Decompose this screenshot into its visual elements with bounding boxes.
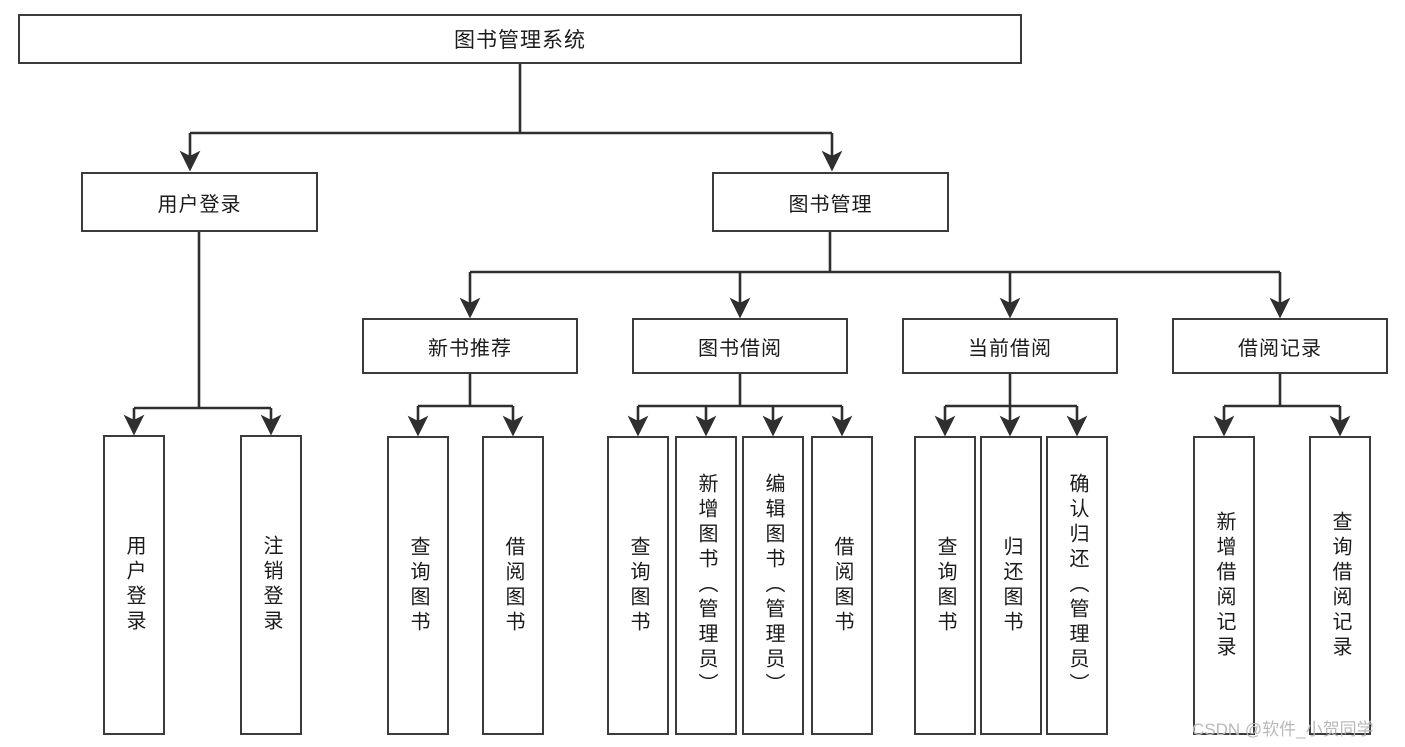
leaf-new-book-1[interactable]: 查询图书 [387,436,449,735]
node-book-manage-label: 图书管理 [788,193,873,216]
node-book-manage[interactable]: 图书管理 [712,172,949,232]
node-root[interactable]: 图书管理系统 [18,14,1022,64]
node-current-borrow[interactable]: 当前借阅 [902,318,1118,374]
leaf-book-borrow-1-label: 查询图书 [627,535,649,636]
watermark: CSDN @软件_小贺同学 [1192,720,1374,739]
node-book-borrow[interactable]: 图书借阅 [632,318,848,374]
node-new-book-recommend[interactable]: 新书推荐 [362,318,578,374]
leaf-borrow-record-1-label: 新增借阅记录 [1213,510,1235,661]
leaf-book-borrow-3-label: 编辑图书（管理员） [762,473,784,698]
leaf-user-login-1-label: 用户登录 [123,535,145,635]
leaf-current-borrow-1-label: 查询图书 [934,535,956,636]
leaf-current-borrow-2-label: 归还图书 [1000,535,1022,636]
leaf-book-borrow-3[interactable]: 编辑图书（管理员） [742,436,804,735]
leaf-user-login-1[interactable]: 用户登录 [103,435,165,735]
node-new-book-recommend-label: 新书推荐 [428,337,512,360]
node-book-borrow-label: 图书借阅 [698,337,782,360]
leaf-new-book-2[interactable]: 借阅图书 [482,436,544,735]
node-current-borrow-label: 当前借阅 [968,337,1052,360]
leaf-user-login-2-label: 注销登录 [260,535,282,635]
node-root-label: 图书管理系统 [454,29,586,52]
leaf-borrow-record-2[interactable]: 查询借阅记录 [1309,436,1371,735]
node-borrow-record[interactable]: 借阅记录 [1172,318,1388,374]
leaf-book-borrow-2[interactable]: 新增图书（管理员） [675,436,737,735]
leaf-book-borrow-1[interactable]: 查询图书 [607,436,669,735]
leaf-current-borrow-3-label: 确认归还（管理员） [1066,473,1088,698]
leaf-current-borrow-1[interactable]: 查询图书 [914,436,976,735]
leaf-current-borrow-3[interactable]: 确认归还（管理员） [1046,436,1108,735]
leaf-new-book-1-label: 查询图书 [407,535,429,636]
leaf-book-borrow-4[interactable]: 借阅图书 [811,436,873,735]
leaf-borrow-record-1[interactable]: 新增借阅记录 [1193,436,1255,735]
node-user-login-label: 用户登录 [157,193,242,216]
node-user-login[interactable]: 用户登录 [81,172,318,232]
leaf-current-borrow-2[interactable]: 归还图书 [980,436,1042,735]
leaf-user-login-2[interactable]: 注销登录 [240,435,302,735]
leaf-borrow-record-2-label: 查询借阅记录 [1329,510,1351,661]
node-borrow-record-label: 借阅记录 [1238,337,1322,360]
leaf-book-borrow-4-label: 借阅图书 [831,535,853,636]
leaf-book-borrow-2-label: 新增图书（管理员） [695,473,717,698]
leaf-new-book-2-label: 借阅图书 [502,535,524,636]
